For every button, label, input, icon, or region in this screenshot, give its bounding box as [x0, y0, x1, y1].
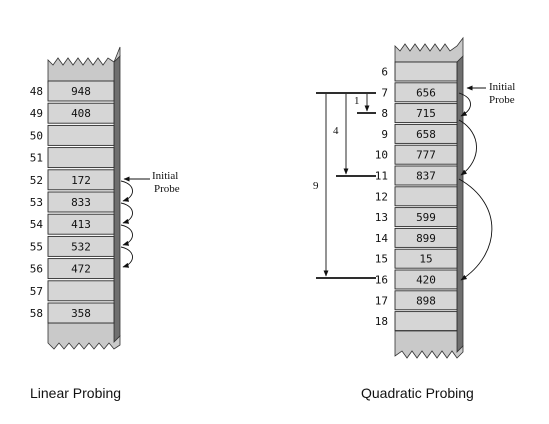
- quadratic-table-top-torn-edge: [394, 36, 464, 63]
- quadratic-cell-value: 899: [416, 232, 436, 245]
- quadratic-cell-10: [394, 144, 458, 165]
- linear-cell-value: 172: [71, 174, 91, 187]
- linear-cell-value: 532: [71, 240, 91, 253]
- quadratic-index-label: 15: [375, 253, 388, 266]
- quadratic-table-bottom-torn-edge: [394, 330, 464, 359]
- linear-index-label: 56: [30, 263, 43, 276]
- linear-cell-52: [47, 169, 115, 191]
- linear-index-label: 49: [30, 107, 43, 120]
- linear-cell-57: [47, 280, 115, 302]
- linear-index-label: 54: [30, 218, 44, 231]
- quadratic-table-side: [456, 55, 464, 353]
- linear-cell-58: [47, 302, 115, 324]
- quadratic-cell-7: [394, 82, 458, 103]
- linear-index-label: 57: [30, 285, 43, 298]
- linear-cell-value: 472: [71, 263, 91, 276]
- quadratic-index-label: 11: [375, 170, 388, 183]
- quadratic-initial-probe-label-2: Probe: [489, 94, 515, 106]
- quadratic-cell-12: [394, 186, 458, 207]
- linear-cell-value: 408: [71, 107, 91, 120]
- linear-index-label: 55: [30, 240, 43, 253]
- linear-table-bottom-torn-edge: [47, 322, 121, 350]
- quadratic-index-label: 7: [381, 86, 388, 99]
- linear-index-label: 50: [30, 129, 43, 142]
- linear-cell-50: [47, 124, 115, 146]
- linear-index-label: 48: [30, 85, 43, 98]
- linear-initial-probe-label-2: Probe: [154, 183, 180, 195]
- quadratic-probe-curve-11-16: [458, 178, 493, 281]
- quadratic-probe-curve-8-11: [458, 119, 477, 176]
- quadratic-cell-6: [394, 61, 458, 82]
- step-label-4: 4: [333, 125, 339, 137]
- quadratic-cell-value: 658: [416, 128, 436, 141]
- quadratic-cell-value: 837: [416, 170, 436, 183]
- quadratic-cell-9: [394, 123, 458, 144]
- linear-index-label: 58: [30, 307, 43, 320]
- quadratic-index-label: 17: [375, 294, 388, 307]
- quadratic-cell-17: [394, 290, 458, 311]
- linear-cell-54: [47, 213, 115, 235]
- quadratic-cell-13: [394, 207, 458, 228]
- quadratic-cell-value: 420: [416, 274, 436, 287]
- quadratic-cell-value: 898: [416, 294, 436, 307]
- quadratic-probe-curve-7-8: [458, 92, 471, 117]
- linear-index-label: 51: [30, 152, 43, 165]
- quadratic-probe-curves: [458, 92, 493, 281]
- linear-cell-53: [47, 191, 115, 213]
- quadratic-cell-value: 656: [416, 86, 436, 99]
- quadratic-index-label: 12: [375, 190, 388, 203]
- linear-index-label: 52: [30, 174, 43, 187]
- quadratic-cell-8: [394, 103, 458, 124]
- quadratic-index-label: 10: [375, 149, 388, 162]
- quadratic-index-label: 9: [381, 128, 388, 141]
- linear-table-side: [113, 55, 121, 343]
- quadratic-probing-caption: Quadratic Probing: [361, 385, 474, 401]
- step-label-1: 1: [354, 95, 360, 107]
- quadratic-step-markers: [316, 92, 376, 279]
- linear-cell-51: [47, 147, 115, 169]
- quadratic-probing-table: 6 7 656 8 715 9 658 10 777 11 837 12 13 599 14 899 15 15 1…: [375, 36, 464, 359]
- quadratic-cell-15: [394, 248, 458, 269]
- quadratic-index-label: 18: [375, 315, 388, 328]
- linear-cell-56: [47, 258, 115, 280]
- quadratic-cell-value: 777: [416, 149, 436, 162]
- quadratic-initial-probe-label-1: Initial: [489, 81, 515, 93]
- quadratic-cell-value: 715: [416, 107, 436, 120]
- linear-probe-curve-52-53: [120, 180, 133, 202]
- linear-probe-curve-55-56: [120, 246, 133, 268]
- quadratic-cell-16: [394, 269, 458, 290]
- linear-cell-value: 833: [71, 196, 91, 209]
- quadratic-cell-18: [394, 311, 458, 332]
- quadratic-index-label: 8: [381, 107, 388, 120]
- linear-probing-table: 48 948 49 408 50 51 52 172 53 833 54 413 55 532 56 472 5…: [30, 46, 121, 350]
- linear-probing-caption: Linear Probing: [30, 385, 121, 401]
- step-label-9: 9: [313, 180, 319, 192]
- quadratic-index-label: 16: [375, 274, 388, 287]
- quadratic-cell-11: [394, 165, 458, 186]
- quadratic-index-label: 14: [375, 232, 389, 245]
- linear-cell-value: 948: [71, 85, 91, 98]
- linear-cell-55: [47, 235, 115, 257]
- quadratic-cell-14: [394, 227, 458, 248]
- quadratic-index-label: 6: [381, 66, 388, 79]
- quadratic-cell-value: 599: [416, 211, 436, 224]
- linear-probe-curve-54-55: [120, 224, 133, 246]
- linear-cell-value: 413: [71, 218, 91, 231]
- linear-cell-48: [47, 80, 115, 102]
- quadratic-index-label: 13: [375, 211, 388, 224]
- linear-cell-49: [47, 102, 115, 124]
- linear-table-top-torn-edge: [47, 46, 121, 84]
- linear-initial-probe-label-1: Initial: [152, 170, 178, 182]
- linear-index-label: 53: [30, 196, 43, 209]
- linear-probe-curve-53-54: [120, 202, 133, 224]
- linear-cell-value: 358: [71, 307, 91, 320]
- quadratic-cell-value: 15: [419, 253, 432, 266]
- linear-probe-curves: [120, 180, 133, 268]
